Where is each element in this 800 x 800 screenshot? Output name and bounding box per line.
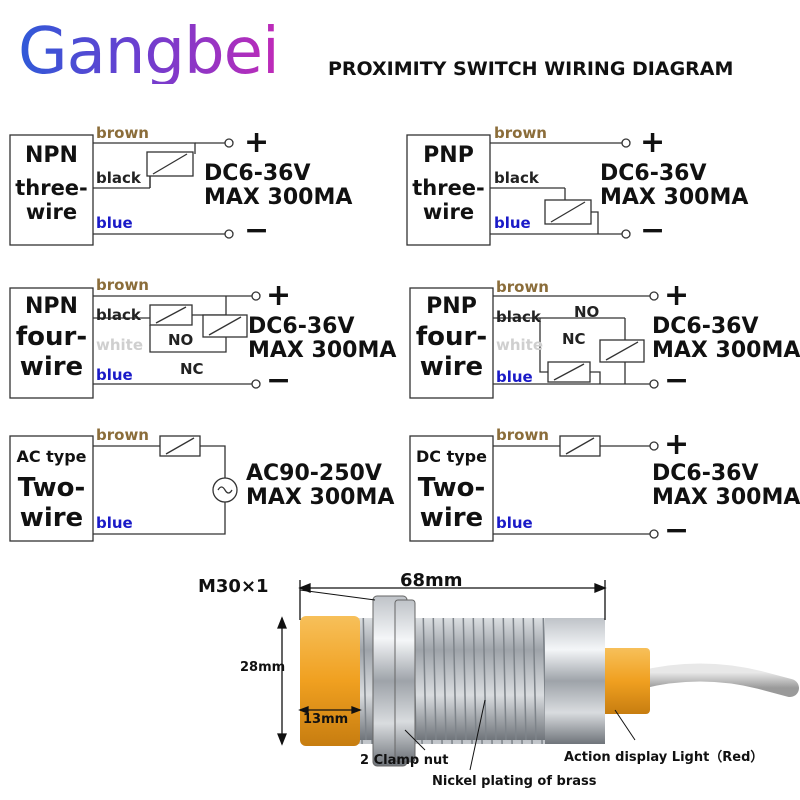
- npn3-black-label: black: [96, 169, 141, 187]
- npn4-black-label: black: [96, 306, 141, 324]
- npn4-nc-label: NC: [180, 360, 204, 378]
- tail-cap: [600, 648, 650, 714]
- spec-voltage: DC6-36V: [248, 314, 355, 339]
- npn4-plus: +: [266, 278, 292, 313]
- npn4-white-label: white: [96, 336, 144, 354]
- body-material-label: Nickel plating of brass: [432, 774, 597, 789]
- npn3-type: NPN: [25, 143, 78, 168]
- dc2-type: DC type: [416, 447, 487, 466]
- pnp4-white-label: white: [496, 336, 544, 354]
- pnp3-minus: −: [640, 213, 666, 248]
- pnp4-label: PNP four- wire: [410, 294, 493, 383]
- spec-current: MAX 300MA: [600, 185, 749, 211]
- dc2-plus: +: [664, 427, 690, 462]
- clamp-nut-2: [394, 599, 416, 763]
- npn3-spec: DC6-36V MAX 300MA: [204, 161, 353, 211]
- pnp4-nc-label: NC: [562, 330, 586, 348]
- head-dimension: 13mm: [303, 712, 349, 727]
- pnp4-no-label: NO: [574, 303, 600, 321]
- wiring-diagrams-svg: [9, 134, 659, 542]
- dc2-spec: DC6-36V MAX 300MA: [652, 461, 800, 511]
- pnp3-plus: +: [640, 125, 666, 160]
- ac2-spec: AC90-250V MAX 300MA: [246, 461, 395, 511]
- npn3-label: NPN three- wire: [10, 143, 93, 225]
- brand-logo: Gangbei: [18, 15, 280, 89]
- spec-voltage: DC6-36V: [204, 161, 311, 186]
- spec-current: MAX 300MA: [652, 338, 800, 364]
- spec-current: MAX 300MA: [248, 338, 397, 364]
- spec-voltage: AC90-250V: [246, 461, 382, 486]
- dc2-wires: Two-: [417, 473, 486, 504]
- ac2-blue-label: blue: [96, 514, 133, 532]
- sensor-illustration: [277, 580, 799, 771]
- npn4-type: NPN: [25, 294, 78, 319]
- page-title: PROXIMITY SWITCH WIRING DIAGRAM: [328, 58, 734, 80]
- pnp4-minus: −: [664, 363, 690, 398]
- npn4-label: NPN four- wire: [10, 294, 93, 383]
- dc2-minus: −: [664, 513, 690, 548]
- ac2-type: AC type: [16, 447, 87, 466]
- pnp4-black-label: black: [496, 308, 541, 326]
- npn4-spec: DC6-36V MAX 300MA: [248, 314, 397, 364]
- pnp4-box: [409, 287, 494, 399]
- pnp3-blue-label: blue: [494, 214, 531, 232]
- npn4-no-label: NO: [168, 331, 194, 349]
- clamp-nut-label: 2 Clamp nut: [360, 753, 449, 768]
- ac2-label: AC type Two- wire: [10, 447, 93, 534]
- sensing-head: [300, 616, 360, 746]
- npn4-minus: −: [266, 363, 292, 398]
- dc2-brown-label: brown: [496, 426, 549, 444]
- diameter-dimension: 28mm: [240, 660, 286, 675]
- pnp4-brown-label: brown: [496, 278, 549, 296]
- pnp3-wire: wire: [422, 200, 475, 225]
- pnp4-plus: +: [664, 278, 690, 313]
- pnp3-type: PNP: [423, 143, 474, 168]
- pnp3-spec: DC6-36V MAX 300MA: [600, 161, 749, 211]
- pnp3-black-label: black: [494, 169, 539, 187]
- npn3-blue-label: blue: [96, 214, 133, 232]
- spec-voltage: DC6-36V: [652, 461, 759, 486]
- thread-spec: M30×1: [198, 576, 269, 597]
- dc2-wire: wire: [419, 503, 484, 534]
- pnp4-wires: four-: [415, 322, 488, 353]
- npn3-minus: −: [244, 213, 270, 248]
- pnp3-label: PNP three- wire: [407, 143, 490, 225]
- dc2-box: [409, 435, 494, 542]
- npn3-brown-label: brown: [96, 124, 149, 142]
- pnp3-brown-label: brown: [494, 124, 547, 142]
- cable: [631, 663, 799, 697]
- length-dimension: 68mm: [400, 570, 463, 591]
- ac2-wire: wire: [19, 503, 84, 534]
- npn4-wire: wire: [19, 352, 84, 383]
- dc2-blue-label: blue: [496, 514, 533, 532]
- ac2-wires: Two-: [17, 473, 86, 504]
- npn4-wires: four-: [15, 322, 88, 353]
- pnp4-wire: wire: [419, 352, 484, 383]
- pnp3-wires: three-: [412, 176, 485, 201]
- ac2-box: [9, 435, 94, 542]
- npn3-wire: wire: [25, 200, 78, 225]
- spec-current: MAX 300MA: [204, 185, 353, 211]
- pnp4-blue-label: blue: [496, 368, 533, 386]
- spec-voltage: DC6-36V: [652, 314, 759, 339]
- ac2-brown-label: brown: [96, 426, 149, 444]
- npn3-plus: +: [244, 125, 270, 160]
- npn4-brown-label: brown: [96, 276, 149, 294]
- npn3-box: [9, 134, 94, 246]
- npn4-blue-label: blue: [96, 366, 133, 384]
- npn4-box: [9, 287, 94, 399]
- indicator-light-label: Action display Light（Red）: [564, 750, 764, 765]
- spec-current: MAX 300MA: [246, 485, 395, 511]
- pnp4-spec: DC6-36V MAX 300MA: [652, 314, 800, 364]
- spec-voltage: DC6-36V: [600, 161, 707, 186]
- npn3-wires: three-: [15, 176, 88, 201]
- pnp4-type: PNP: [426, 294, 477, 319]
- dc2-label: DC type Two- wire: [410, 447, 493, 534]
- spec-current: MAX 300MA: [652, 485, 800, 511]
- pnp3-box: [406, 134, 491, 246]
